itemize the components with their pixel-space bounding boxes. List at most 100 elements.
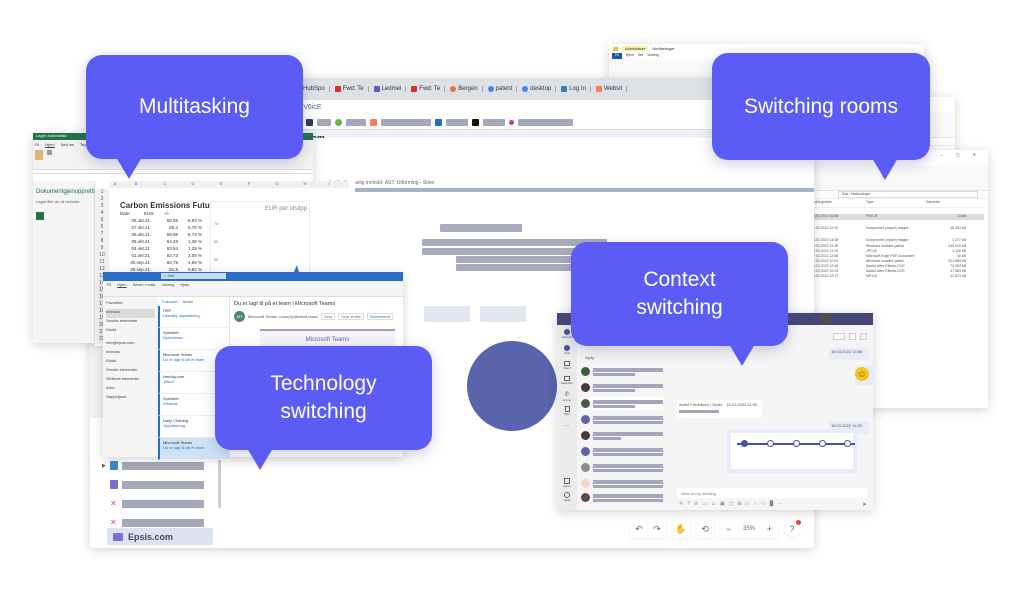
folder-item[interactable]: Sendte elementer (106, 367, 138, 372)
lock-icon[interactable] (472, 119, 479, 126)
bookmark[interactable] (483, 119, 505, 126)
ribbon-tab[interactable]: Hjem (117, 282, 127, 287)
folder-item[interactable]: Favoritter (106, 300, 123, 305)
tab-focused[interactable]: Fokusert (162, 299, 178, 304)
browser-tab[interactable]: desktop (522, 86, 557, 92)
folder-item[interactable]: Kladd (106, 327, 117, 332)
rail-calendar[interactable]: Kalender (557, 376, 577, 385)
rail-more[interactable]: ... (564, 422, 570, 428)
chat-list-item[interactable] (581, 413, 663, 426)
timeline-image-attachment[interactable] (727, 429, 857, 473)
formula-bar[interactable] (33, 170, 313, 174)
ribbon-tab[interactable]: Send / motta (132, 282, 156, 287)
folder-item[interactable]: Sendte elementer (106, 318, 138, 323)
browser-tab[interactable]: Bergen (450, 86, 483, 92)
folder-item[interactable]: Arkiv (106, 385, 115, 390)
rail-files[interactable]: Filer (557, 406, 577, 416)
video-call-icon[interactable] (833, 333, 845, 340)
reply-all-button[interactable]: Svar til alle (338, 313, 364, 320)
chat-list-item[interactable] (581, 491, 663, 504)
zoom-in-button[interactable]: + (766, 524, 773, 534)
menu-view[interactable]: Visning (647, 53, 659, 57)
redo-button[interactable]: ↷ (648, 520, 666, 538)
bookmark[interactable] (381, 119, 431, 126)
canvas-circle-shape[interactable] (467, 341, 557, 431)
canvas-card[interactable] (480, 306, 526, 322)
compose-message-input[interactable]: Skriv en ny melding (677, 488, 867, 498)
history-button[interactable]: ⟲ (696, 520, 714, 538)
avatar[interactable] (821, 314, 831, 324)
leaf-icon[interactable] (335, 119, 342, 126)
chat-list-item-selected[interactable] (581, 397, 663, 410)
expand-icon[interactable]: ▶ (102, 462, 106, 469)
bookmark[interactable] (346, 119, 366, 126)
help-button[interactable]: ? (784, 520, 801, 537)
browser-tab[interactable]: Fwd: Te (334, 86, 369, 92)
cut-icon[interactable] (47, 150, 52, 155)
ribbon-tab[interactable]: Hjelp (180, 282, 190, 287)
window-controls[interactable]: – ▢ ✕ (940, 152, 982, 157)
folder-item[interactable]: info@epsis.com (106, 340, 135, 345)
reply-button[interactable]: Svar (321, 313, 336, 320)
excel-file-icon[interactable] (36, 212, 44, 220)
ribbon-tab[interactable]: Hjem (45, 142, 55, 147)
canvas-card[interactable] (424, 306, 470, 322)
ribbon-tab[interactable]: Sett inn (60, 142, 75, 147)
sidebar-scrollbar[interactable] (218, 438, 221, 508)
bookmark[interactable] (446, 119, 468, 126)
rail-apps[interactable]: Apper (557, 478, 577, 488)
tab-other[interactable]: Andre (182, 299, 194, 304)
hand-tool-button[interactable]: ✋ (672, 520, 690, 538)
menu-share[interactable]: Del (637, 53, 644, 57)
bookmark[interactable] (317, 119, 331, 126)
paste-icon[interactable] (35, 150, 43, 160)
ribbon-tab[interactable]: Fil (107, 282, 112, 287)
undo-button[interactable]: ↶ (630, 520, 648, 538)
share-icon[interactable] (860, 333, 867, 340)
browser-tab[interactable]: Fwd: Te (411, 86, 446, 92)
rail-teams[interactable]: Team (557, 361, 577, 370)
folder-item[interactable]: Innboks (106, 309, 155, 318)
ribbon-tab[interactable]: Fil (35, 142, 40, 147)
sidebar-item[interactable]: ✕ (110, 498, 204, 509)
chat-list-item[interactable] (581, 365, 663, 378)
rail-calls[interactable]: ✆Anrop (557, 391, 577, 402)
bookmark-icon[interactable] (306, 119, 313, 126)
rail-help[interactable]: Hjelp (557, 492, 577, 502)
chat-list-item[interactable] (581, 429, 663, 442)
sidebar-item[interactable] (110, 479, 204, 490)
zoom-out-button[interactable]: − (725, 524, 732, 534)
forward-button[interactable]: Videresend (366, 313, 393, 320)
rail-activity[interactable]: Aktivitet (557, 329, 577, 339)
chat-list-item[interactable] (581, 381, 663, 394)
browser-tab[interactable]: patent (487, 86, 518, 92)
browser-tab[interactable]: Log In (561, 86, 591, 92)
search-input[interactable]: ⌕ Søk (161, 273, 226, 279)
app-icon[interactable] (509, 120, 514, 125)
ribbon-tab[interactable]: Visning (161, 282, 175, 287)
send-icon[interactable]: ➤ (861, 502, 867, 508)
ribbon-tab[interactable]: Tegn (80, 142, 89, 147)
chat-list-item[interactable] (581, 477, 663, 490)
folder-item[interactable]: Slettede elementer (106, 376, 140, 381)
rail-chat[interactable]: Chat (557, 345, 577, 355)
epsis-home-tab[interactable]: Epsis.com (107, 528, 213, 545)
